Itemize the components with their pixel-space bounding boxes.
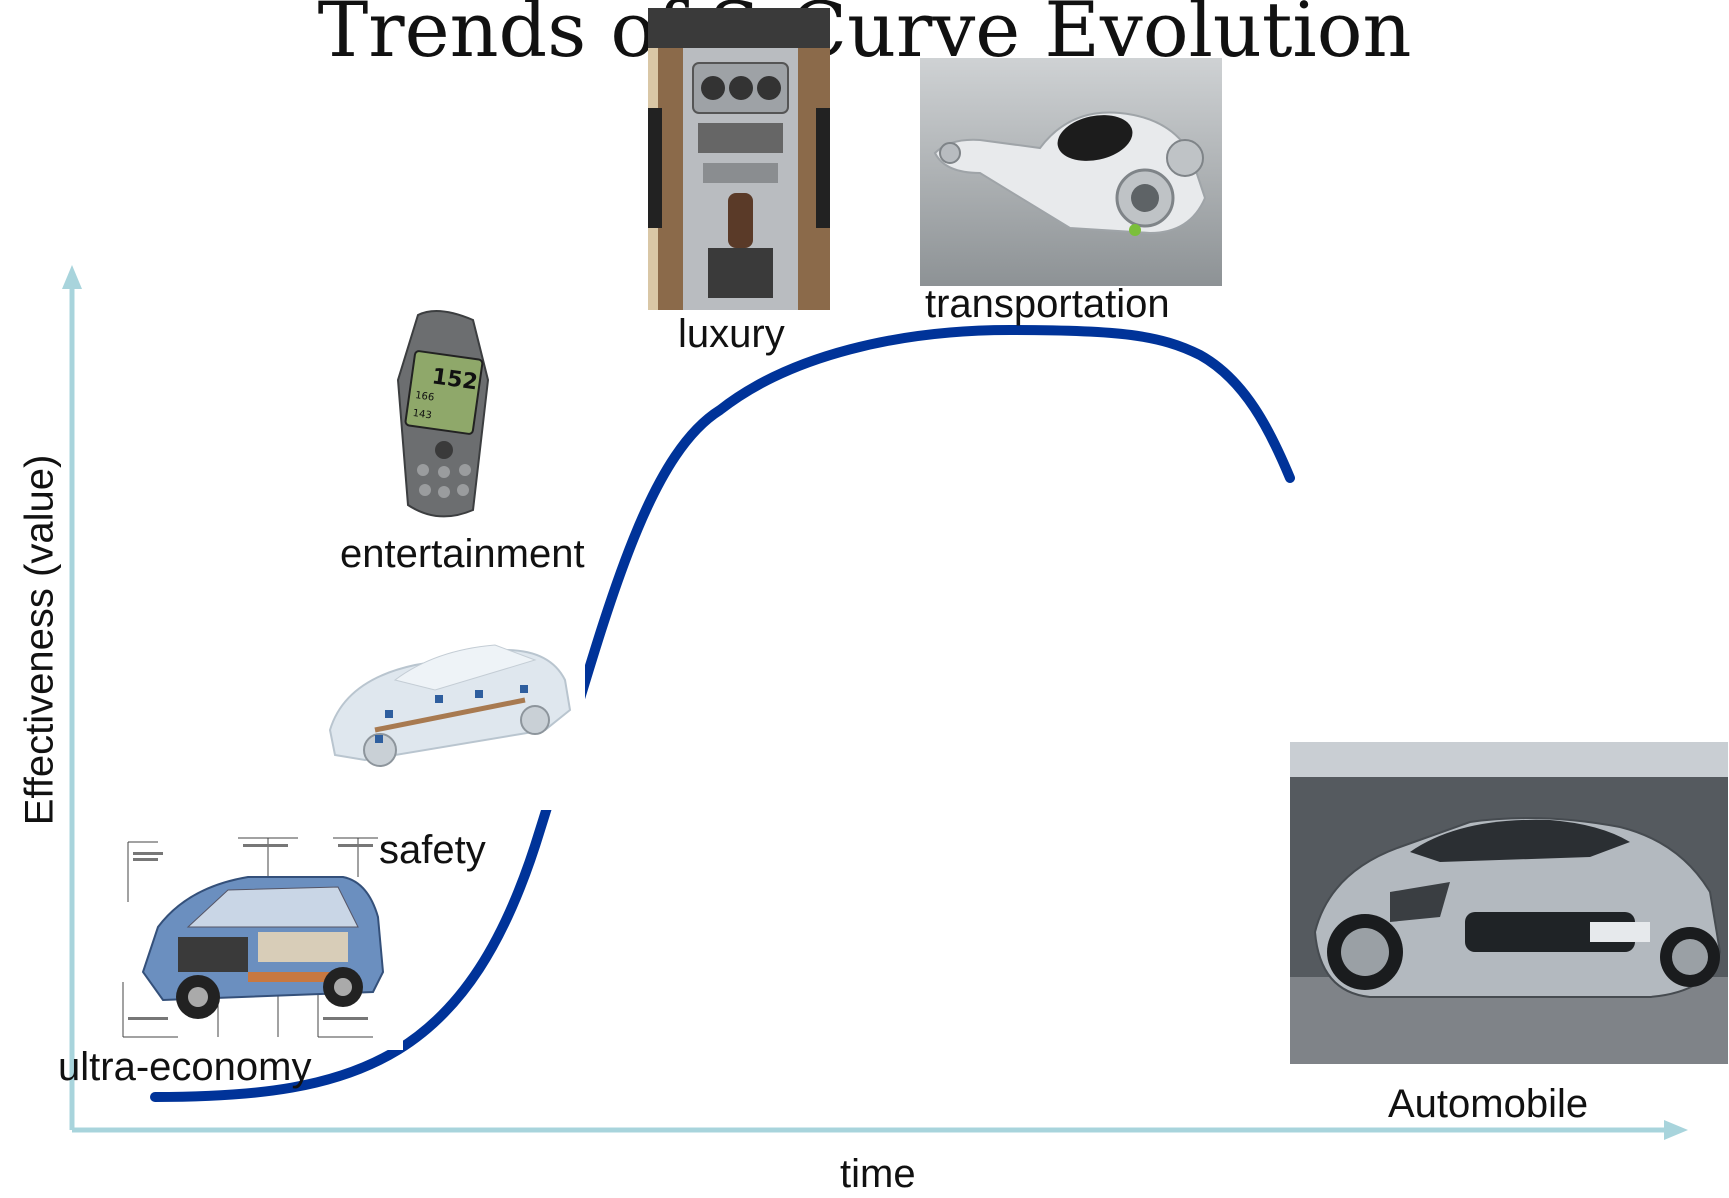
stage-label-luxury: luxury bbox=[678, 312, 785, 356]
y-axis-label: Effectiveness (value) bbox=[17, 454, 62, 826]
product-label-automobile: Automobile bbox=[1388, 1082, 1589, 1126]
y-axis-arrow bbox=[62, 265, 82, 289]
safety-car-image bbox=[285, 610, 585, 810]
stage-label-entertainment: entertainment bbox=[340, 532, 585, 576]
gps-screen-row2: 143 bbox=[412, 408, 432, 422]
entertainment-device-image: 152 166 143 bbox=[378, 300, 508, 528]
automobile-image bbox=[1290, 742, 1728, 1064]
x-axis-label: time bbox=[840, 1152, 916, 1196]
ultra-economy-car-image bbox=[118, 832, 403, 1050]
stage-label-safety: safety bbox=[379, 828, 486, 872]
luxury-interior-image bbox=[648, 8, 830, 310]
transportation-vehicle-image bbox=[920, 58, 1222, 286]
diagram-title: Trends of S-Curve Evolution bbox=[317, 0, 1412, 74]
gps-screen-row1: 166 bbox=[414, 390, 434, 404]
stage-label-ultra-economy: ultra-economy bbox=[58, 1045, 312, 1089]
stage-label-transportation: transportation bbox=[925, 282, 1170, 326]
s-curve-line bbox=[150, 324, 1295, 1102]
x-axis-arrow bbox=[1664, 1120, 1688, 1140]
